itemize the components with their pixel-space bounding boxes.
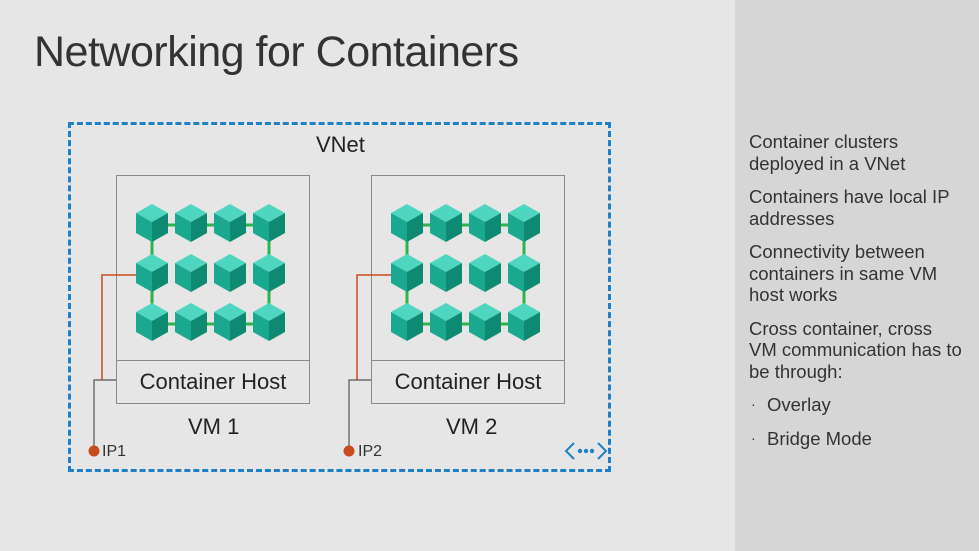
bullet-item: Containers have local IP addresses bbox=[749, 186, 950, 229]
container-cube-icon bbox=[430, 204, 462, 242]
diagram-graphics bbox=[88, 204, 608, 460]
container-cube-icon bbox=[175, 204, 207, 242]
bullet-list: Container clusters deployed in a VNet Co… bbox=[749, 131, 964, 461]
container-host-label-2: Container Host bbox=[371, 360, 565, 404]
container-cube-icon bbox=[430, 303, 462, 341]
ip-connector-line bbox=[348, 379, 371, 451]
vm-label-2: VM 2 bbox=[446, 414, 498, 439]
ip-connector-line bbox=[93, 379, 116, 451]
sub-bullet-item: ·Overlay bbox=[751, 394, 831, 415]
container-cube-icon bbox=[253, 303, 285, 341]
vnet-icon bbox=[564, 442, 608, 460]
container-cube-icon bbox=[508, 254, 540, 292]
container-cube-icon bbox=[508, 303, 540, 341]
vnet-boundary bbox=[68, 122, 611, 472]
container-cube-icon bbox=[430, 254, 462, 292]
container-cube-icon bbox=[469, 254, 501, 292]
container-cube-icon bbox=[469, 204, 501, 242]
ip-label-1: IP1 bbox=[102, 443, 127, 460]
container-cube-icon bbox=[508, 204, 540, 242]
container-cube-icon bbox=[214, 254, 246, 292]
bullet-item: Container clusters deployed in a VNet bbox=[749, 131, 906, 174]
container-cube-icon bbox=[469, 303, 501, 341]
vnet-label: VNet bbox=[316, 132, 365, 157]
bullet-item: Connectivity between containers in same … bbox=[749, 241, 938, 305]
container-cube-icon bbox=[175, 254, 207, 292]
container-cube-icon bbox=[136, 254, 168, 292]
ip-endpoint-dot bbox=[88, 445, 100, 457]
sub-bullet-label: Bridge Mode bbox=[767, 427, 872, 449]
container-cube-icon bbox=[253, 204, 285, 242]
slide-side-panel bbox=[735, 0, 979, 551]
container-cube-icon bbox=[214, 303, 246, 341]
ip-label-2: IP2 bbox=[358, 443, 383, 460]
container-cube-icon bbox=[391, 254, 423, 292]
ip-connector-line bbox=[101, 274, 136, 380]
container-network-link bbox=[405, 223, 526, 326]
container-host-label-1: Container Host bbox=[116, 360, 310, 404]
container-cube-icon bbox=[391, 204, 423, 242]
container-cube-icon bbox=[391, 303, 423, 341]
ip-endpoint-dot bbox=[343, 445, 355, 457]
container-cube-icon bbox=[136, 204, 168, 242]
container-cube-icon bbox=[253, 254, 285, 292]
bullet-item: Cross container, cross VM communication … bbox=[749, 317, 962, 382]
sub-bullet-label: Overlay bbox=[767, 394, 831, 415]
page-title: Networking for Containers bbox=[34, 28, 519, 76]
network-diagram: VNet Container Host VM 1 IP1 Container H… bbox=[68, 122, 611, 472]
vm-label-1: VM 1 bbox=[188, 414, 240, 439]
container-network-link bbox=[150, 223, 271, 326]
container-cube-icon bbox=[136, 303, 168, 341]
sub-bullet-item: ·Bridge Mode bbox=[751, 427, 872, 449]
ip-connector-line bbox=[356, 274, 391, 380]
container-cube-icon bbox=[214, 204, 246, 242]
container-cube-icon bbox=[175, 303, 207, 341]
